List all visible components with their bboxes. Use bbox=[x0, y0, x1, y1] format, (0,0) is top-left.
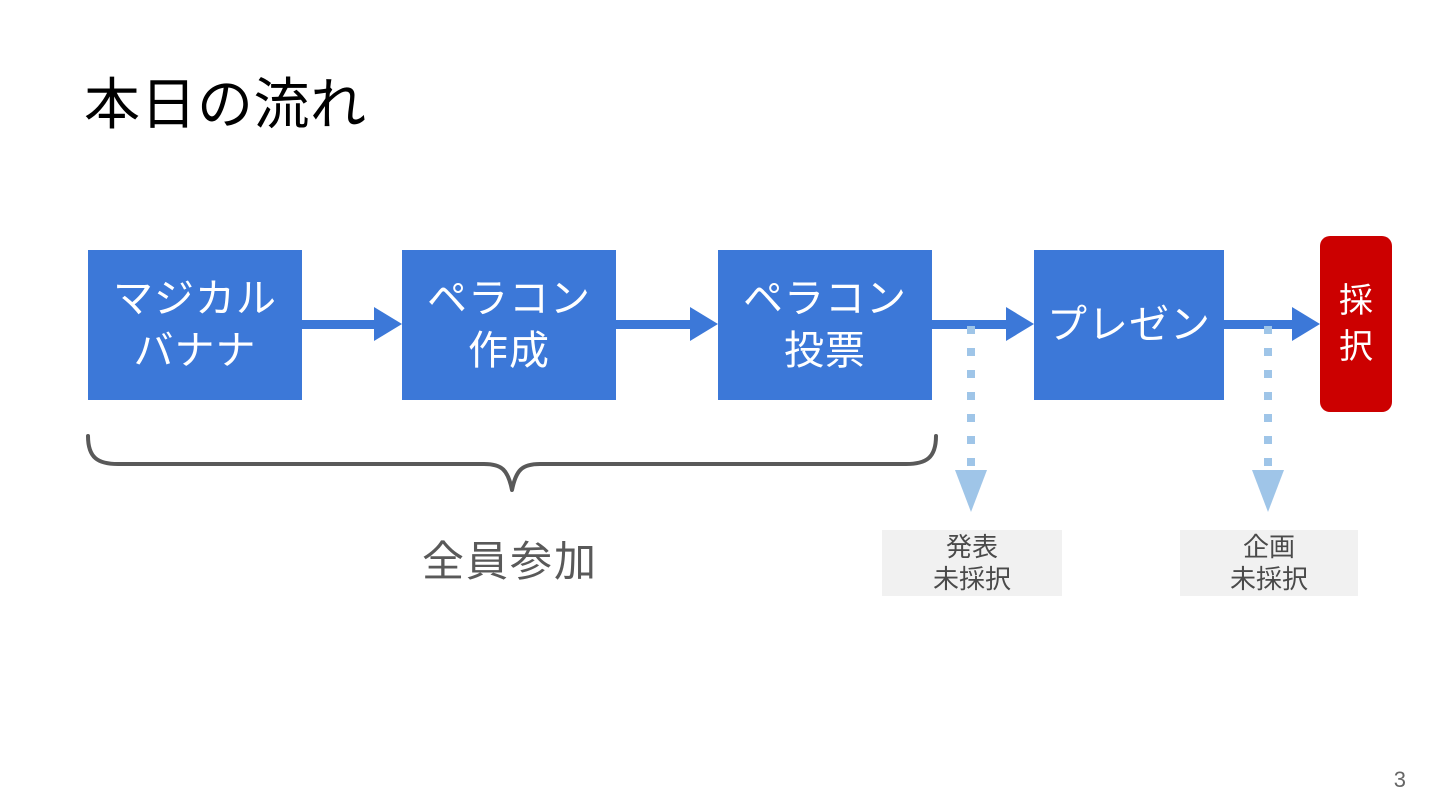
process-step-peracon-create[interactable]: ペラコン 作成 bbox=[402, 250, 616, 400]
arrow-shaft bbox=[616, 320, 690, 329]
outcome-line2: 未採択 bbox=[932, 564, 1011, 594]
arrow-right-icon bbox=[1224, 307, 1320, 341]
process-step-line1: マジカル bbox=[113, 277, 277, 321]
page-title: 本日の流れ bbox=[84, 73, 367, 136]
arrow-head bbox=[955, 470, 987, 512]
process-step-magical-banana[interactable]: マジカル バナナ bbox=[88, 250, 302, 400]
outcome-line1: 発表 bbox=[945, 532, 998, 562]
dotted-line bbox=[967, 326, 975, 472]
arrow-head bbox=[1006, 307, 1034, 341]
process-step-line2: 投票 bbox=[784, 329, 866, 373]
adopted-line2: 択 bbox=[1339, 328, 1373, 366]
adopted-line1: 採 bbox=[1339, 282, 1373, 320]
arrow-head bbox=[374, 307, 402, 341]
arrow-right-icon bbox=[302, 307, 402, 341]
arrow-right-icon bbox=[932, 307, 1034, 341]
process-step-line1: ペラコン bbox=[743, 277, 907, 321]
arrow-shaft bbox=[1224, 320, 1292, 329]
outcome-label-plan-rejected: 企画 未採択 bbox=[1180, 530, 1358, 596]
dotted-line bbox=[1264, 326, 1272, 472]
process-step-line1: プレゼン bbox=[1047, 303, 1211, 347]
arrow-head bbox=[1252, 470, 1284, 512]
page-number: 3 bbox=[1393, 767, 1406, 792]
outcome-label-presentation-rejected: 発表 未採択 bbox=[882, 530, 1062, 596]
outcome-line2: 未採択 bbox=[1229, 564, 1308, 594]
process-step-line2: バナナ bbox=[133, 329, 257, 373]
arrow-shaft bbox=[302, 320, 374, 329]
arrow-head bbox=[690, 307, 718, 341]
brace-caption: 全員参加 bbox=[421, 538, 598, 585]
process-step-peracon-vote[interactable]: ペラコン 投票 bbox=[718, 250, 932, 400]
arrow-head bbox=[1292, 307, 1320, 341]
arrow-shaft bbox=[932, 320, 1006, 329]
process-step-presentation[interactable]: プレゼン bbox=[1034, 250, 1224, 400]
process-step-line1: ペラコン bbox=[427, 277, 591, 321]
arrow-right-icon bbox=[616, 307, 718, 341]
process-step-line2: 作成 bbox=[468, 329, 550, 373]
outcome-line1: 企画 bbox=[1242, 532, 1295, 562]
process-step-adopted[interactable]: 採 択 bbox=[1320, 236, 1392, 412]
curly-brace-icon bbox=[86, 434, 938, 492]
